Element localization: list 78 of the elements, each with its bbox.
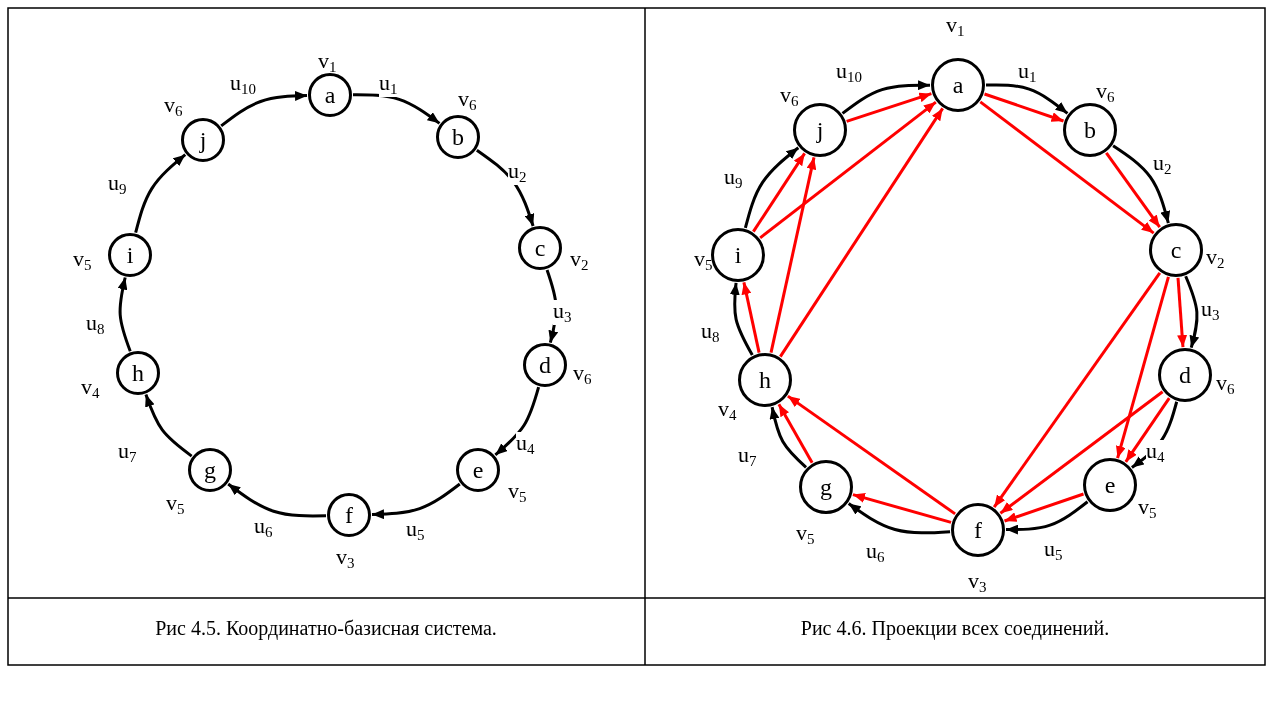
vertex-label: v$_{5}$ (73, 248, 92, 273)
arrow (1105, 151, 1161, 229)
vertex-circle: h (738, 353, 792, 407)
vertex-circle: b (1063, 103, 1117, 157)
vertex-circle: i (711, 228, 765, 282)
arrow (1184, 275, 1200, 349)
arrow (227, 482, 327, 518)
arrow (992, 272, 1162, 508)
vertex-circle: g (799, 460, 853, 514)
vertex-circle: c (1149, 223, 1203, 277)
vertex-circle: e (456, 448, 500, 492)
vertex-circle: a (931, 58, 985, 112)
vertex-label: v$_{1}$ (318, 50, 337, 75)
arrow (494, 386, 541, 457)
vertex-label: v$_{6}$ (573, 362, 592, 387)
vertex-circle: c (518, 226, 562, 270)
vertex-circle: h (116, 351, 160, 395)
vertex-label: v$_{5}$ (1138, 496, 1157, 521)
arrow (743, 146, 800, 229)
vertex-label: v$_{5}$ (796, 522, 815, 547)
arrow (117, 277, 132, 352)
arrow (841, 80, 930, 115)
vertex-label: v$_{5}$ (694, 248, 713, 273)
arrow (759, 100, 937, 240)
vertex-label: v$_{3}$ (968, 570, 987, 595)
edge-label: u$_{4}$ (1146, 440, 1165, 465)
vertex-label: v$_{6}$ (1096, 80, 1115, 105)
vertex-circle: g (188, 448, 232, 492)
vertex-label: v$_{2}$ (1206, 246, 1225, 271)
vertex-circle: j (181, 118, 225, 162)
edge-label: u$_{3}$ (553, 300, 572, 325)
arrow (847, 502, 951, 535)
arrow (999, 390, 1164, 515)
vertex-circle: b (436, 115, 480, 159)
arrow (1004, 492, 1084, 523)
arrow (779, 107, 944, 358)
vertex-label: v$_{5}$ (166, 492, 185, 517)
arrow (769, 406, 808, 469)
arrow (371, 482, 461, 520)
vertex-label: v$_{6}$ (1216, 372, 1235, 397)
vertex-label: v$_{2}$ (570, 248, 589, 273)
arrow (1006, 500, 1089, 535)
vertex-circle: f (951, 503, 1005, 557)
arrow (144, 394, 193, 458)
vertex-label: v$_{6}$ (458, 88, 477, 113)
arrow (777, 403, 814, 464)
arrow (1124, 397, 1171, 463)
figure-caption: Рис 4.5. Координатно-базисная система. (155, 616, 497, 640)
arrow (787, 394, 956, 516)
arrow (1176, 277, 1188, 348)
vertex-label: v$_{4}$ (718, 398, 737, 423)
vertex-label: v$_{6}$ (164, 94, 183, 119)
arrow (476, 148, 535, 227)
arrow (752, 152, 806, 233)
vertex-label: v$_{4}$ (81, 376, 100, 401)
arrow (353, 93, 441, 125)
figure-caption: Рис 4.6. Проекции всех соединений. (800, 616, 1110, 640)
vertex-label: v$_{3}$ (336, 546, 355, 571)
arrow (1112, 144, 1171, 224)
arrow (769, 157, 817, 353)
vertex-circle: d (1158, 348, 1212, 402)
vertex-circle: i (108, 233, 152, 277)
arrow (741, 282, 761, 353)
vertex-circle: d (523, 343, 567, 387)
arrow (985, 83, 1069, 115)
arrow (984, 92, 1064, 123)
vertex-label: v$_{1}$ (946, 14, 965, 39)
vertex-label: v$_{5}$ (508, 480, 527, 505)
arrow (220, 90, 308, 128)
vertex-circle: f (327, 493, 371, 537)
arrow (979, 100, 1155, 235)
vertex-circle: e (1083, 458, 1137, 512)
vertex-circle: a (308, 73, 352, 117)
arrow (852, 493, 952, 524)
arrow (729, 282, 754, 356)
arrow (846, 92, 932, 123)
edge-label: u$_{4}$ (516, 432, 535, 457)
arrow (134, 153, 187, 234)
